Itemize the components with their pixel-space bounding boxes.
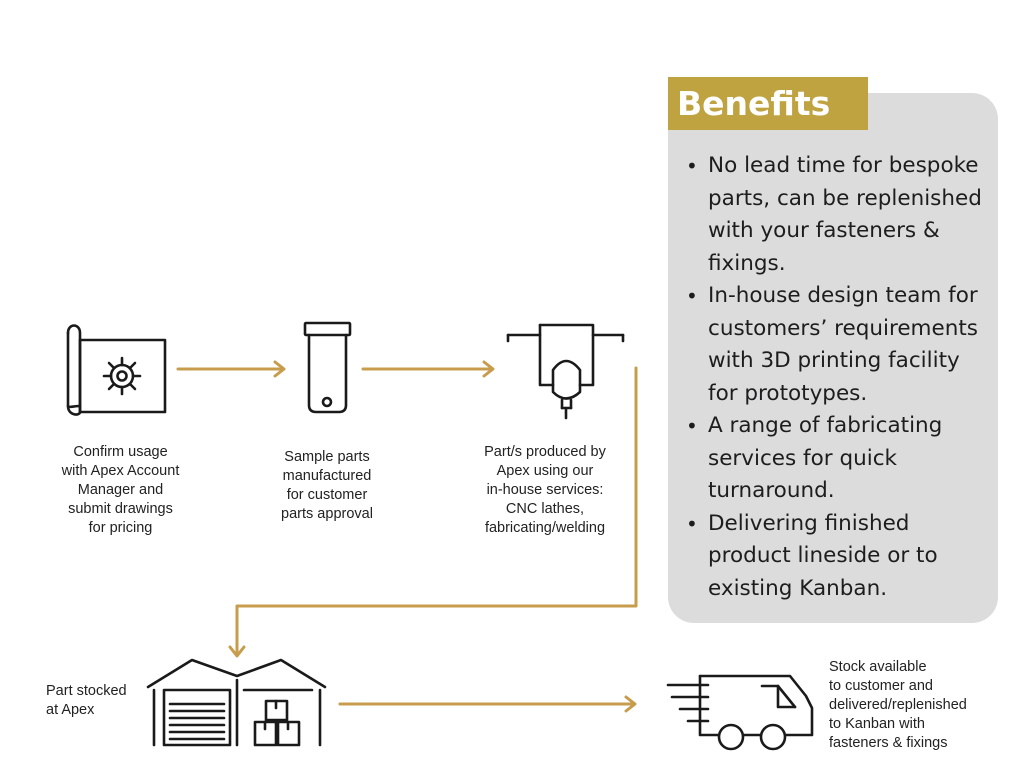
delivery-van-icon — [666, 674, 814, 751]
arrow-step1-to-step2 — [176, 360, 286, 378]
arrow-step4-to-step5 — [338, 695, 637, 713]
arrow-step3-to-step4 — [228, 366, 638, 658]
bullet-icon: • — [686, 284, 698, 308]
benefit-text: A range of fabricating services for quic… — [708, 413, 943, 503]
benefit-item: • No lead time for bespoke parts, can be … — [683, 150, 995, 280]
benefit-item: • In-house design team for customers’ req… — [683, 280, 995, 410]
benefits-list: • No lead time for bespoke parts, can be … — [683, 150, 995, 605]
benefits-panel — [668, 93, 998, 623]
cnc-machine-icon — [506, 323, 625, 420]
arrow-step2-to-step3 — [361, 360, 495, 378]
benefits-title: Benefits — [668, 77, 868, 130]
benefit-text: No lead time for bespoke parts, can be r… — [708, 153, 982, 276]
blueprint-gear-icon — [66, 324, 167, 416]
step-1-caption: Confirm usage with Apex Account Manager … — [61, 444, 180, 536]
bullet-icon: • — [686, 511, 698, 536]
benefit-item: • Delivering finished product lineside or… — [683, 508, 995, 606]
step-2-caption: Sample parts manufactured for customer p… — [281, 449, 373, 522]
benefit-text: Delivering finished product lineside or … — [708, 510, 938, 601]
step-4-caption: Part stocked at Apex — [46, 683, 127, 718]
benefit-item: • A range of fabricating services for qui… — [683, 410, 995, 508]
bullet-icon: • — [686, 414, 698, 438]
bullet-icon: • — [686, 154, 698, 178]
sample-part-icon — [303, 321, 352, 414]
warehouse-icon — [146, 658, 327, 747]
benefit-text: In-house design team for customers’ requ… — [708, 283, 978, 406]
step-5-caption: Stock available to customer and delivere… — [829, 659, 967, 751]
step-3-caption: Part/s produced by Apex using our in-hou… — [484, 444, 606, 536]
